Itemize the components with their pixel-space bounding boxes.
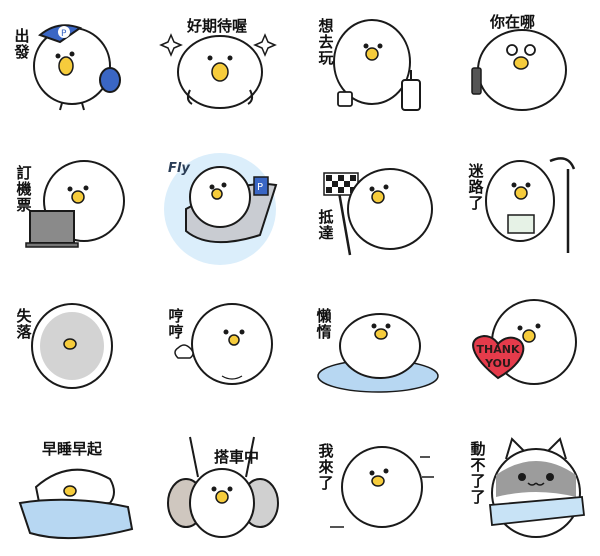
- duck-icon: [167, 436, 279, 538]
- caption: 想去玩: [318, 17, 334, 67]
- heart-icon: [472, 334, 525, 380]
- svg-text:P: P: [61, 29, 67, 39]
- duck-icon: [317, 313, 439, 393]
- heart-text: THANK YOU: [476, 343, 520, 370]
- svg-text:P: P: [257, 182, 263, 193]
- caption: 好期待喔: [187, 17, 248, 35]
- duck-icon: [174, 303, 273, 385]
- sparkle-icon: [159, 33, 183, 57]
- duck-icon: [471, 29, 567, 111]
- caption: 動不了了: [470, 440, 486, 506]
- sticker-excited[interactable]: 好期待喔: [150, 0, 300, 139]
- duck-icon: P: [33, 24, 121, 111]
- cat-icon: [489, 437, 585, 538]
- caption: 早睡早起: [42, 440, 103, 458]
- duck-icon: [330, 446, 434, 528]
- duck-icon: [31, 303, 113, 389]
- caption: 迷路了: [468, 162, 484, 212]
- sticker-arrive[interactable]: 抵達: [300, 139, 450, 278]
- sticker-thank-you[interactable]: THANK YOU: [450, 278, 600, 417]
- caption: 出發: [14, 27, 30, 61]
- bag-icon: [337, 91, 353, 107]
- sticker-book-ticket[interactable]: 訂機票: [0, 139, 150, 278]
- caption: 哼哼: [168, 307, 184, 341]
- suitcase-icon: [401, 79, 421, 111]
- duck-icon: [159, 33, 277, 109]
- duck-icon: [472, 299, 577, 385]
- sticker-here-i-come[interactable]: 我來了: [300, 417, 450, 556]
- caption: 失落: [16, 307, 32, 341]
- sticker-depart[interactable]: P 出發: [0, 0, 150, 139]
- caption: 抵達: [318, 208, 334, 242]
- duck-icon: [25, 160, 125, 248]
- sticker-early-sleep[interactable]: 早睡早起: [0, 417, 150, 556]
- caption: 我來了: [318, 442, 334, 492]
- caption: 你在哪: [490, 13, 536, 31]
- caption: 搭車中: [214, 448, 260, 466]
- sticker-hmph[interactable]: 哼哼: [150, 278, 300, 417]
- caption: 懶惰: [316, 307, 332, 341]
- sticker-lost[interactable]: 迷路了: [450, 139, 600, 278]
- neck-pillow-icon: [99, 67, 121, 93]
- sticker-down[interactable]: 失落: [0, 278, 150, 417]
- strap-icon: [189, 436, 199, 478]
- scarf-icon: [489, 496, 585, 526]
- sticker-on-bus[interactable]: 搭車中: [150, 417, 300, 556]
- phone-icon: [471, 67, 482, 95]
- duck-icon: [18, 468, 134, 540]
- sticker-fly[interactable]: P Fly: [150, 139, 300, 278]
- sticker-cant-move[interactable]: 動不了了: [450, 417, 600, 556]
- sticker-want-to-play[interactable]: 想去玩: [300, 0, 450, 139]
- duck-icon: [333, 19, 421, 111]
- sticker-lazy[interactable]: 懶惰: [300, 278, 450, 417]
- map-icon: [507, 214, 535, 234]
- duck-icon: [485, 157, 576, 253]
- duck-icon: [323, 168, 433, 256]
- puff-icon: [174, 344, 194, 359]
- caption: 訂機票: [16, 164, 32, 214]
- blanket-icon: [18, 498, 134, 540]
- laptop-icon: [29, 210, 75, 244]
- duck-icon: P: [164, 153, 278, 265]
- sticker-where-are-you[interactable]: 你在哪: [450, 0, 600, 139]
- fly-label: Fly: [168, 161, 190, 176]
